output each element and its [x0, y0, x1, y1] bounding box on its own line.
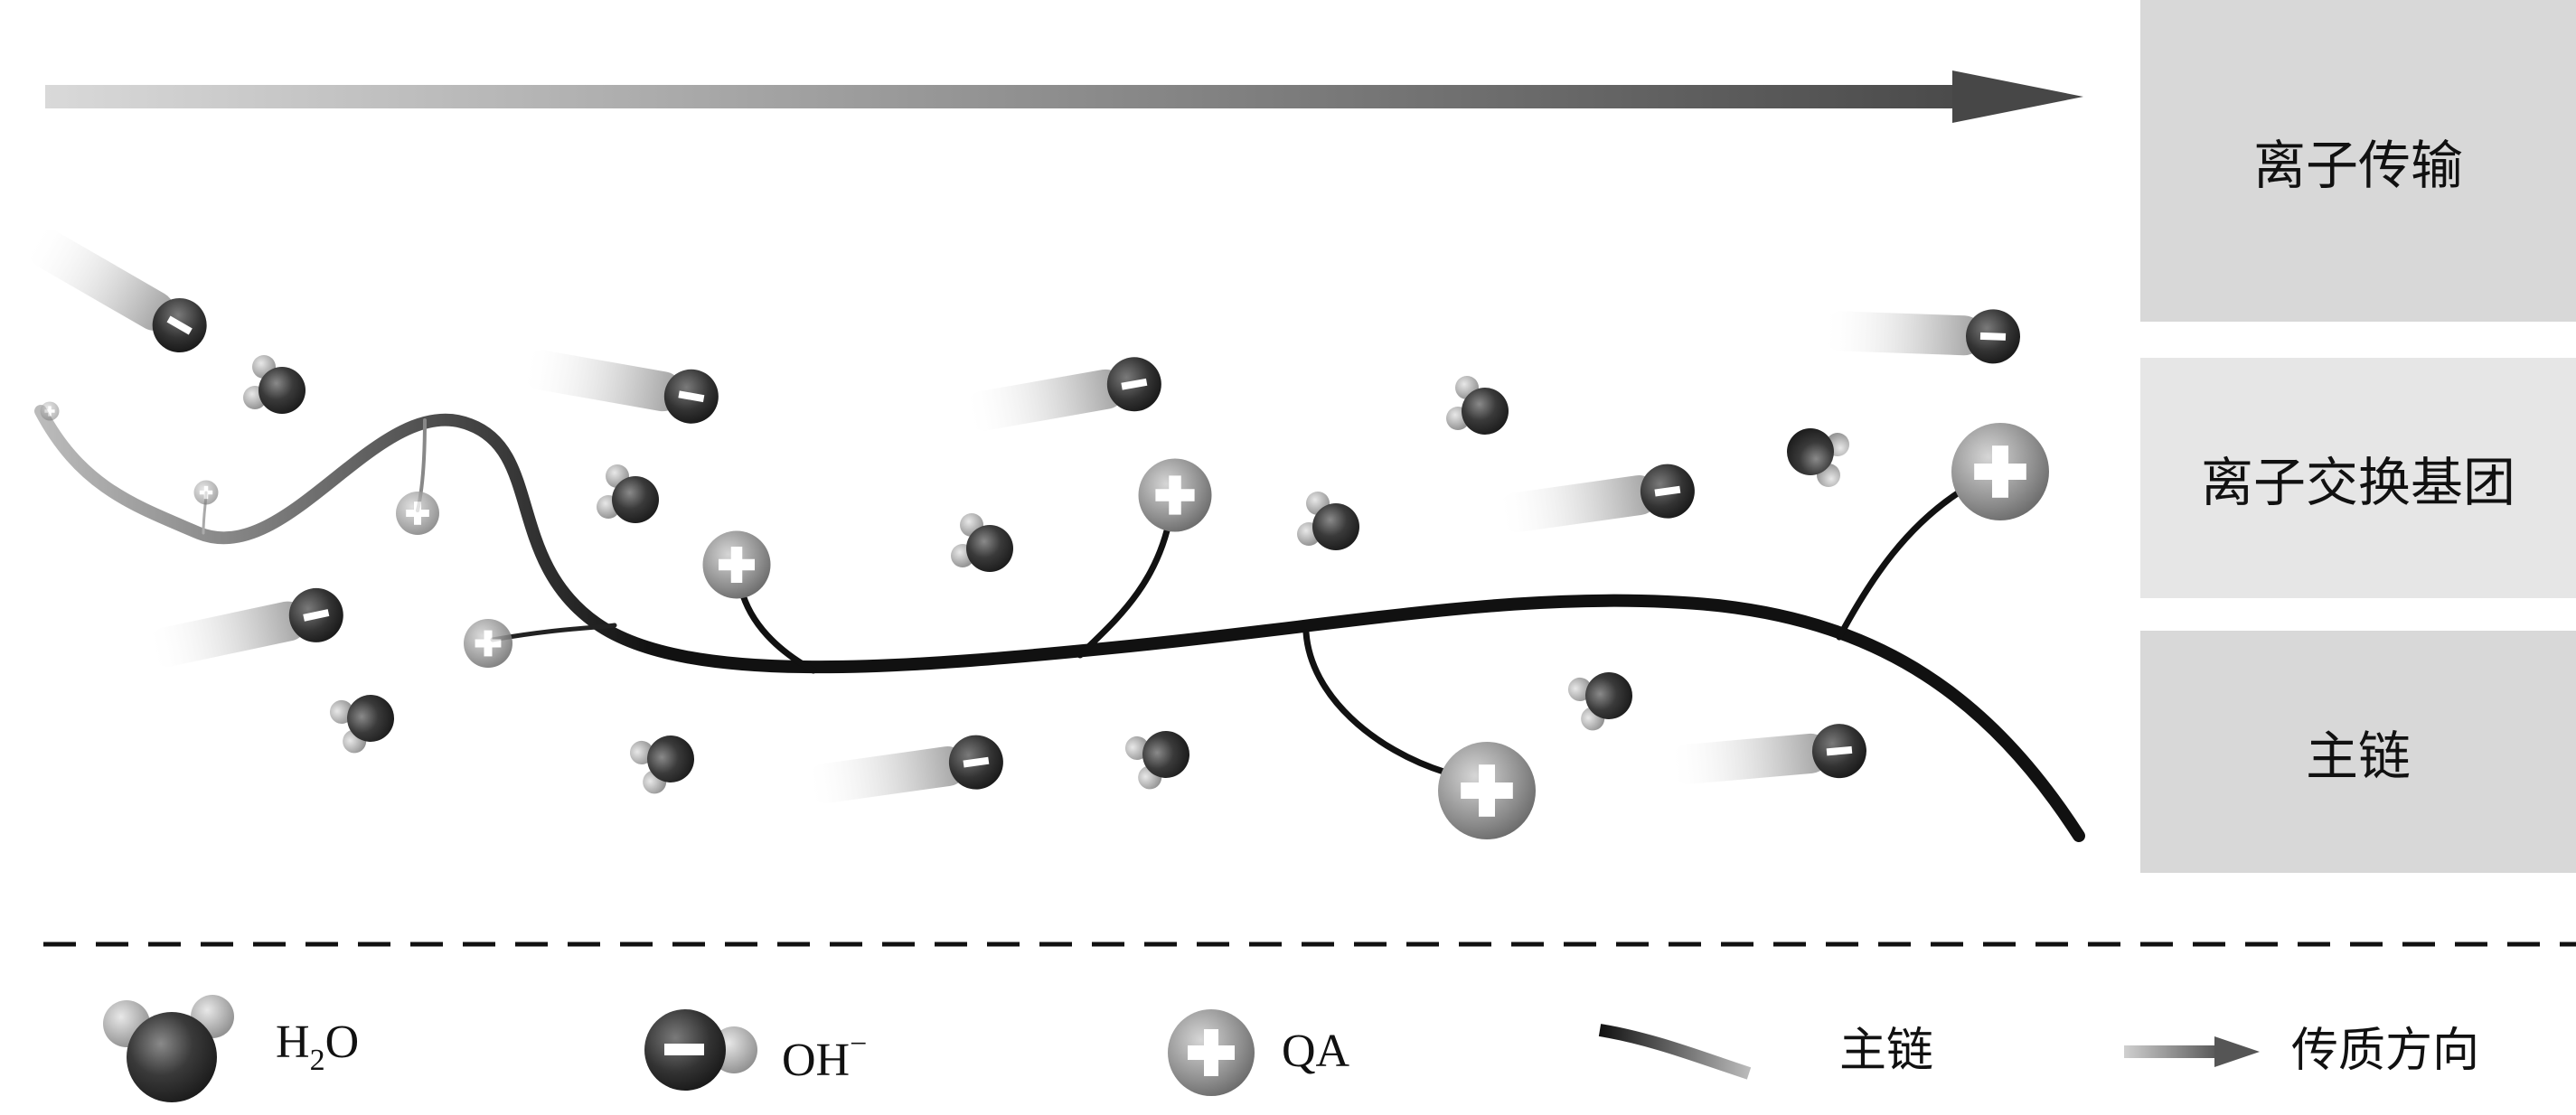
- water-molecule: [1787, 428, 1849, 487]
- water-molecules: [243, 355, 1849, 802]
- qa-ion: [464, 619, 512, 668]
- qa-ion: [1138, 458, 1212, 532]
- legend-mass-transfer-arrow-icon: [2124, 1036, 2260, 1067]
- legend-mass-transfer-label: 传质方向: [2291, 1024, 2479, 1078]
- qa-ion: [40, 401, 60, 421]
- water-molecule: [951, 513, 1013, 572]
- panel-main-chain: 主链: [2140, 631, 2576, 873]
- legend-hydroxide-icon: [644, 1009, 757, 1091]
- water-molecule: [317, 676, 404, 762]
- water-molecule: [597, 464, 659, 523]
- qa-ion: [396, 492, 439, 535]
- legend-water-label: H2O: [276, 1017, 359, 1077]
- water-molecule: [617, 717, 704, 802]
- legend-main-chain-icon: [1598, 1024, 1752, 1080]
- legend-main-chain-label: 主链: [1839, 1024, 1933, 1078]
- hydroxide-ion: [17, 216, 217, 362]
- water-molecule: [1297, 492, 1359, 550]
- hydroxide-ion: [1666, 721, 1869, 793]
- water-molecule: [243, 355, 306, 414]
- water-molecule: [1113, 712, 1199, 798]
- hydroxide-ion: [517, 340, 723, 428]
- qa-ion: [702, 530, 771, 599]
- hydroxide-ion: [1493, 460, 1698, 542]
- legend-qa-label: QA: [1282, 1026, 1350, 1077]
- water-molecule: [1556, 653, 1642, 739]
- legend: H2O OH− QA 主链 传质方向: [103, 995, 2479, 1102]
- panel-ion-exchange-group: 离子交换基团: [2140, 358, 2576, 598]
- hydroxide-ion: [960, 352, 1166, 441]
- qa-ion: [1951, 423, 2049, 520]
- hydroxide-ion: [142, 583, 349, 678]
- hydroxide-ion: [802, 731, 1007, 813]
- hydroxide-ion: [1820, 303, 2022, 365]
- water-molecule: [1446, 376, 1509, 435]
- main-chain-backbone: [34, 405, 2085, 842]
- panel-ion-transport: 离子传输: [2140, 0, 2576, 322]
- legend-qa-icon: [1168, 1009, 1255, 1096]
- legend-hydroxide-label: OH−: [782, 1027, 867, 1086]
- ion-transport-arrow: [45, 70, 2083, 123]
- qa-ion: [1438, 742, 1536, 839]
- qa-ion: [193, 480, 219, 505]
- legend-water-icon: [103, 995, 234, 1102]
- hydroxide-ions: [17, 216, 2022, 813]
